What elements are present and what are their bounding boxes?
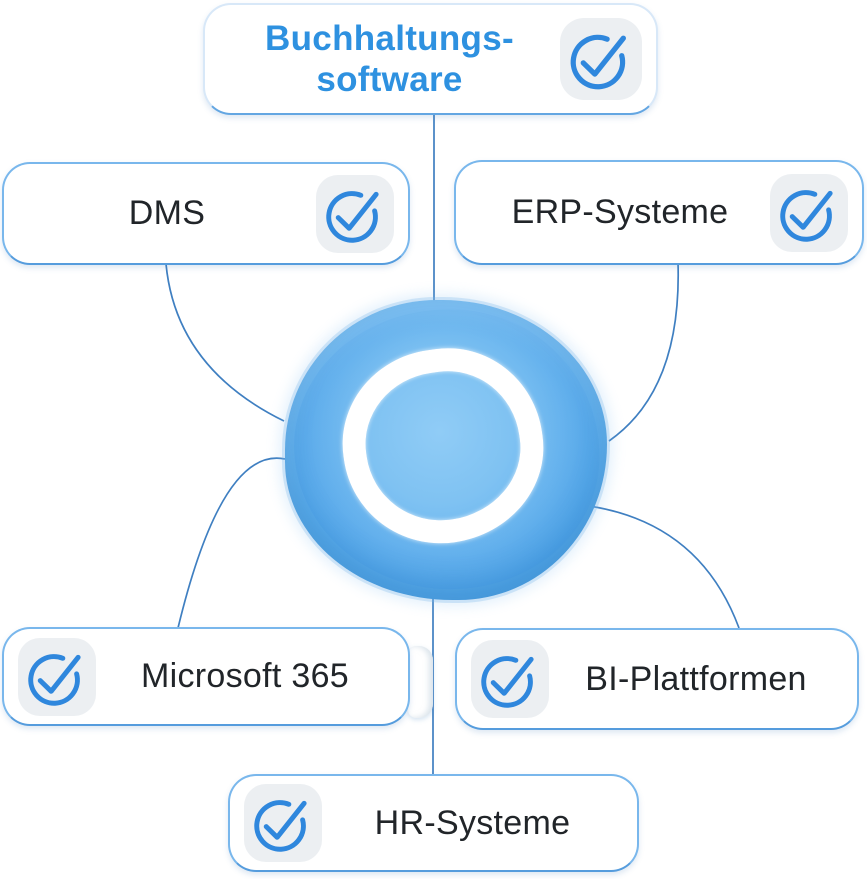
check-circle-icon (560, 18, 642, 100)
connector-hub-to-ms365 (177, 457, 286, 629)
card-edge-fragment (408, 646, 433, 718)
node-card-dms: DMS (2, 162, 410, 265)
node-card-buchhaltungssoftware: Buchhaltungs- software (203, 3, 658, 115)
connector-dms-to-hub (165, 263, 285, 422)
check-circle-icon (244, 784, 322, 862)
node-label: DMS (128, 194, 206, 232)
node-label-line2: software (316, 60, 463, 99)
connector-erp-to-hub (608, 261, 680, 442)
node-label: BI-Plattformen (585, 659, 807, 698)
check-circle-icon (18, 637, 96, 716)
check-circle-icon (316, 174, 394, 253)
node-label: ERP-Systeme (511, 193, 729, 231)
node-label-line1: Buchhaltungs- (265, 18, 514, 58)
node-label: HR-Systeme (374, 803, 571, 842)
connector-hub-to-bi (588, 505, 740, 629)
hub-watercolor-circle (285, 300, 607, 600)
node-card-microsoft-365: Microsoft 365 (2, 627, 410, 726)
node-label: Microsoft 365 (141, 657, 349, 695)
node-card-bi-plattformen: BI-Plattformen (455, 628, 859, 730)
check-circle-icon (471, 640, 549, 718)
node-card-hr-systeme: HR-Systeme (228, 774, 639, 872)
check-circle-icon (770, 173, 848, 252)
node-label: Buchhaltungs- software (219, 18, 560, 101)
node-card-erp-systeme: ERP-Systeme (454, 160, 864, 265)
hub-white-ring (330, 335, 556, 556)
